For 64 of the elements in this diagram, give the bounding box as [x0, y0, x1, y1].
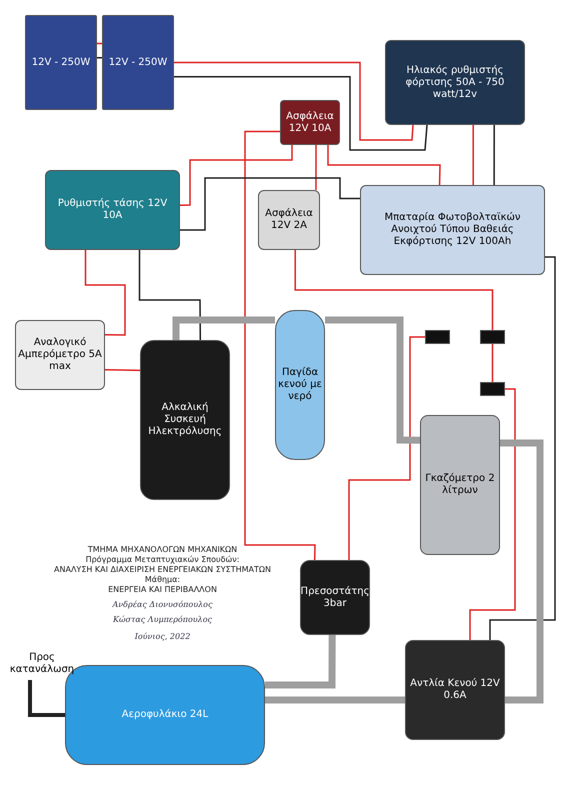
water-trap [275, 310, 325, 460]
charge-controller [385, 40, 525, 125]
battery [360, 185, 545, 275]
component-label: Γκαζόμετρο 2 λίτρων [424, 472, 496, 498]
handwritten-note: Κώστας Λυμπερόπουλος [112, 615, 214, 625]
caption-text: ΑΝΑΛΥΣΗ ΚΑΙ ΔΙΑΧΕΙΡΙΣΗ ΕΝΕΡΓΕΙΑΚΩΝ ΣΥΣΤΗΜΑΤΩΝ [53, 565, 272, 575]
electrolyser [140, 340, 230, 500]
component-label: Αεροφυλάκιο 24L [120, 708, 210, 722]
outlet-label: Προς κατανάλωση [2, 651, 82, 677]
wire [84, 250, 126, 336]
caption-text: Πρόγραμμα Μεταπτυχιακών Σπουδών: [84, 555, 240, 565]
hose [500, 440, 544, 704]
solar-panel [102, 15, 174, 110]
wire [493, 125, 495, 185]
hose [265, 696, 405, 704]
wire [294, 250, 494, 330]
hose [325, 316, 420, 444]
wire [348, 336, 425, 560]
wire [315, 145, 317, 190]
micro-switch [425, 330, 450, 344]
micro-switch [480, 382, 505, 396]
ammeter [15, 320, 105, 390]
gas-holder [420, 415, 500, 555]
component-label: Παγίδα κενού με νερό [277, 366, 323, 404]
hose [28, 680, 65, 717]
vacuum-pump [405, 640, 505, 740]
wire [97, 57, 102, 58]
wire [104, 368, 140, 372]
wire [174, 76, 428, 151]
component-label: Αναλογικό Αμπερόμετρο 5A max [17, 336, 103, 374]
wire [244, 130, 316, 560]
caption-text: Μάθημα: [144, 575, 182, 585]
handwritten-note: Ιούνιος, 2022 [134, 632, 192, 642]
fuse [280, 100, 340, 145]
fuse [258, 190, 320, 250]
wire [327, 145, 441, 186]
component-label: Αλκαλική Συσκευή Ηλεκτρόλυσης [147, 401, 223, 439]
solar-panel [25, 15, 97, 110]
component-label: Ηλιακός ρυθμιστής φόρτισης 50A - 750 watt/12v [404, 64, 506, 102]
component-label: Μπαταρία Φωτοβολταϊκών Ανοιχτού Τύπου Βαθειάς Εκφόρτισης 12V 100Ah [383, 211, 522, 249]
component-label: Ασφάλεια 12V 10A [285, 110, 335, 136]
component-label: Πρεσοστάτης 3bar [300, 584, 370, 610]
voltage-regulator [45, 170, 180, 250]
wire [180, 177, 360, 231]
wire [489, 256, 556, 640]
handwritten-note: Ανδρέας Διονυσόπουλος [111, 600, 214, 610]
wire [180, 145, 293, 206]
component-label: 12V - 250W [108, 56, 168, 70]
hose [172, 316, 275, 340]
pressure-switch [300, 560, 370, 635]
wire [469, 388, 516, 640]
component-label: 12V - 250W [30, 56, 92, 70]
wire [472, 125, 474, 185]
wire [97, 42, 102, 44]
caption-text: ΤΜΗΜΑ ΜΗΧΑΝΟΛΟΓΩΝ ΜΗΧΑΝΙΚΩΝ [86, 545, 238, 555]
hose [265, 634, 336, 688]
wire [174, 62, 414, 141]
wire [138, 250, 202, 340]
micro-switch [480, 330, 505, 344]
wire [492, 344, 494, 382]
component-label: Ρυθμιστής τάσης 12V 10A [56, 197, 168, 223]
caption-text: ΕΝΕΡΓΕΙΑ ΚΑΙ ΠΕΡΙΒΑΛΛΟΝ [107, 585, 218, 595]
component-label: Αντλία Κενού 12V 0.6A [409, 677, 501, 703]
component-label: Ασφάλεια 12V 2A [264, 207, 314, 233]
